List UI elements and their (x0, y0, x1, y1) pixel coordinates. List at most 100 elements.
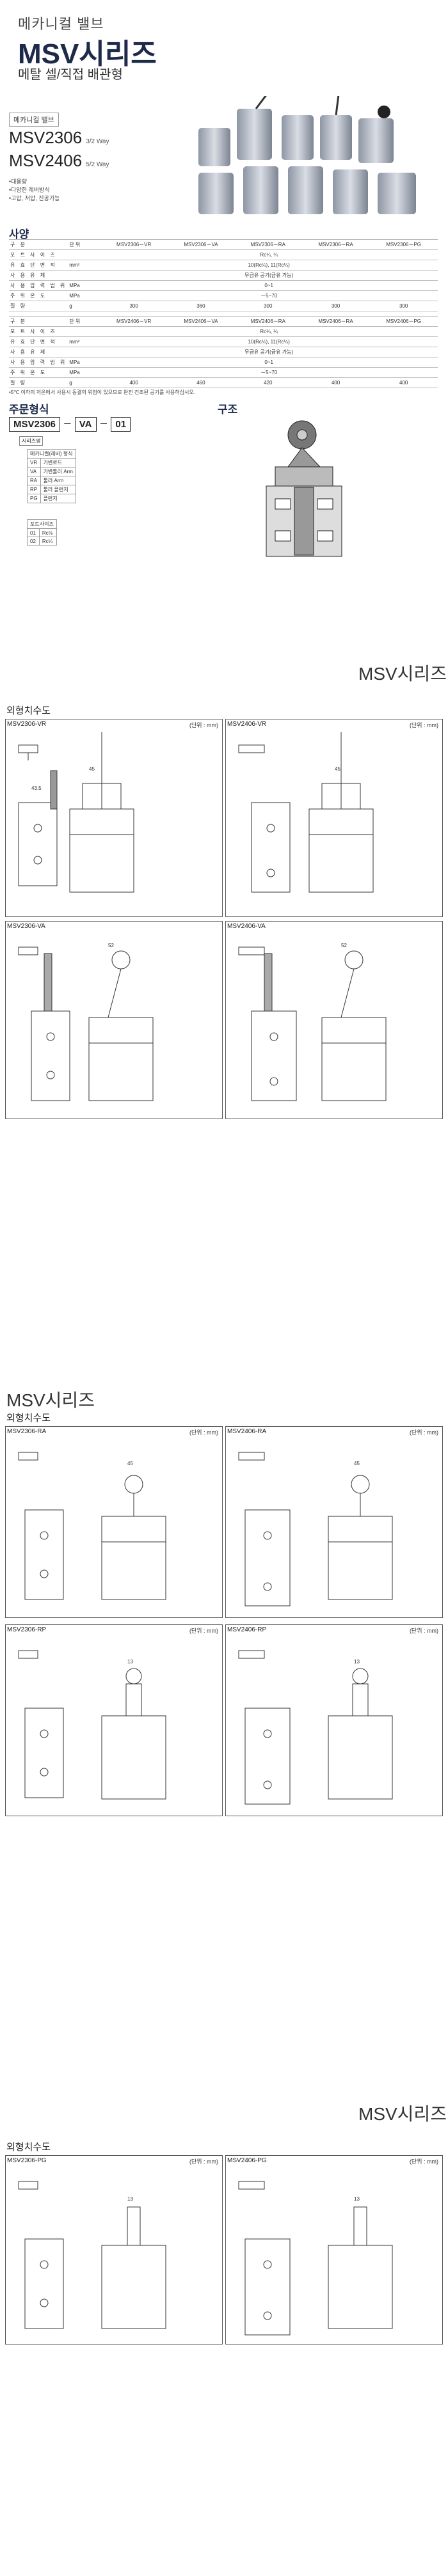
table-cell: 구 분 (9, 316, 68, 327)
drawing-rp: 13 (18, 1650, 166, 1800)
spec-note: •5℃ 이하의 저온에서 사용시 동결의 위험이 있으므로 완전 건조된 공기를… (9, 389, 195, 395)
drawing-pg: 13 (238, 2181, 393, 2336)
order-port: 01 (111, 417, 131, 432)
spec-table-1: 구 분 단 위 MSV2306－VR MSV2306－VA MSV2306－RA… (9, 239, 438, 311)
model-way: 3/2 Way (86, 138, 109, 145)
panel-unit: (단위 : mm) (409, 722, 438, 728)
dim-label: 43.5 (31, 785, 42, 791)
panel-unit: (단위 : mm) (189, 722, 218, 728)
panel-unit: (단위 : mm) (189, 1628, 218, 1634)
table-cell: 300 (369, 301, 438, 311)
table-row: 질 량 g 300 360 300 300 300 (9, 301, 438, 311)
option-code: RA (27, 476, 41, 485)
option-desc: 가변로드 (40, 458, 76, 467)
table-cell: 300 (301, 301, 370, 311)
dim-label: 45 (127, 1461, 133, 1466)
table-cell: 주 위 온 도 (9, 367, 68, 378)
panel-unit: (단위 : mm) (189, 2158, 218, 2165)
panel-title: MSV2406-RA (227, 1428, 267, 1435)
panel-title: MSV2406-VA (227, 923, 266, 930)
option-desc: Rc¼ (38, 537, 57, 546)
feature-item: •대용량 (9, 178, 27, 185)
table-cell: 단 위 (68, 316, 100, 327)
table-cell: 0~1 (100, 280, 438, 291)
drawing-rp: 13 (238, 1650, 393, 1805)
panel-title: MSV2306-VA (7, 923, 45, 930)
structure-drawing (266, 420, 342, 557)
table-cell: 사 용 압 력 범 위 (9, 357, 68, 368)
option-desc: 툴러 Arm (40, 476, 76, 485)
table-cell: mm² (68, 336, 100, 347)
table-cell: MSV2306－PG (369, 239, 438, 250)
dim-label: 45 (354, 1461, 360, 1466)
table-cell: 사 용 유 체 (9, 270, 68, 281)
panel-title: MSV2406-VR (227, 721, 267, 728)
option-code: 02 (27, 537, 40, 546)
dim-label: 45 (89, 766, 95, 772)
table-cell: 300 (100, 301, 168, 311)
table-cell: Rc¼, ¼ (100, 249, 438, 260)
dim-label: 13 (354, 2196, 360, 2202)
structure-heading: 구조 (218, 404, 238, 416)
series-heading: MSV시리즈 (358, 664, 447, 684)
table-cell: MSV2306－VA (168, 239, 234, 250)
table-row: 질 량 g 400 460 420 400 400 (9, 377, 438, 388)
table-cell: 질 량 (9, 301, 68, 311)
spec-table-2: 구 분 단 위 MSV2406－VR MSV2406－VA MSV2406－RA… (9, 316, 438, 388)
panel-title: MSV2406-PG (227, 2157, 267, 2164)
table-cell: MPa (68, 280, 100, 291)
feature-list: •대용량 •다양한 레버방식 •고압, 저압, 진공가능 (9, 178, 60, 203)
table-cell: 10(Rc¼), 11(Rc¼) (100, 260, 438, 271)
product-photo (198, 96, 416, 214)
table-cell: MPa (68, 290, 100, 301)
option-code: VA (27, 467, 41, 476)
table-cell: 420 (234, 377, 302, 388)
dimension-panel: MSV2306-VR (단위 : mm) 45 43.5 (5, 719, 223, 917)
intro-tag: 메카니컬 밸브 (9, 113, 59, 127)
model-name: MSV2406 (9, 151, 83, 170)
table-cell: 0~1 (100, 357, 438, 368)
category-label: 메카니컬 밸브 (18, 16, 104, 32)
feature-item: •고압, 저압, 진공가능 (9, 195, 60, 201)
page-subtitle: 메탈 셀/직접 배관형 (18, 68, 123, 82)
drawing-vr: 45 43.5 (18, 732, 134, 893)
order-lever: VA (74, 417, 97, 432)
table-cell: g (68, 377, 100, 388)
spec-heading: 사양 (9, 228, 29, 240)
order-heading: 주문형식 (9, 404, 49, 416)
table-cell: 10(Rc¼), 11(Rc¼) (100, 336, 438, 347)
table-cell: MSV2406－VA (168, 316, 234, 327)
table-cell: MPa (68, 357, 100, 368)
dimension-panel: MSV2406-VR (단위 : mm) 45 (225, 719, 443, 917)
table-cell: 질 량 (9, 377, 68, 388)
panel-unit: (단위 : mm) (189, 1429, 218, 1436)
drawing-va: 52 (18, 943, 154, 1101)
panel-title: MSV2306-VR (7, 721, 47, 728)
option-desc: 플런저 (40, 494, 76, 503)
dim-label: 13 (127, 1659, 133, 1665)
panel-unit: (단위 : mm) (409, 1429, 438, 1436)
option-code: PG (27, 494, 41, 503)
dim-label: 45 (335, 766, 340, 772)
table-cell: 주 위 온 도 (9, 290, 68, 301)
option-code: 01 (27, 528, 40, 537)
dimension-panel: MSV2406-VA 52 (225, 921, 443, 1119)
drawing-ra: 45 (238, 1452, 393, 1606)
series-heading: MSV시리즈 (358, 2104, 447, 2124)
order-code: MSV2306 － VA － 01 (9, 417, 131, 432)
table-cell: 360 (168, 301, 234, 311)
table-cell: 포 트 사 이 즈 (9, 326, 68, 337)
model-name: MSV2306 (9, 128, 83, 147)
